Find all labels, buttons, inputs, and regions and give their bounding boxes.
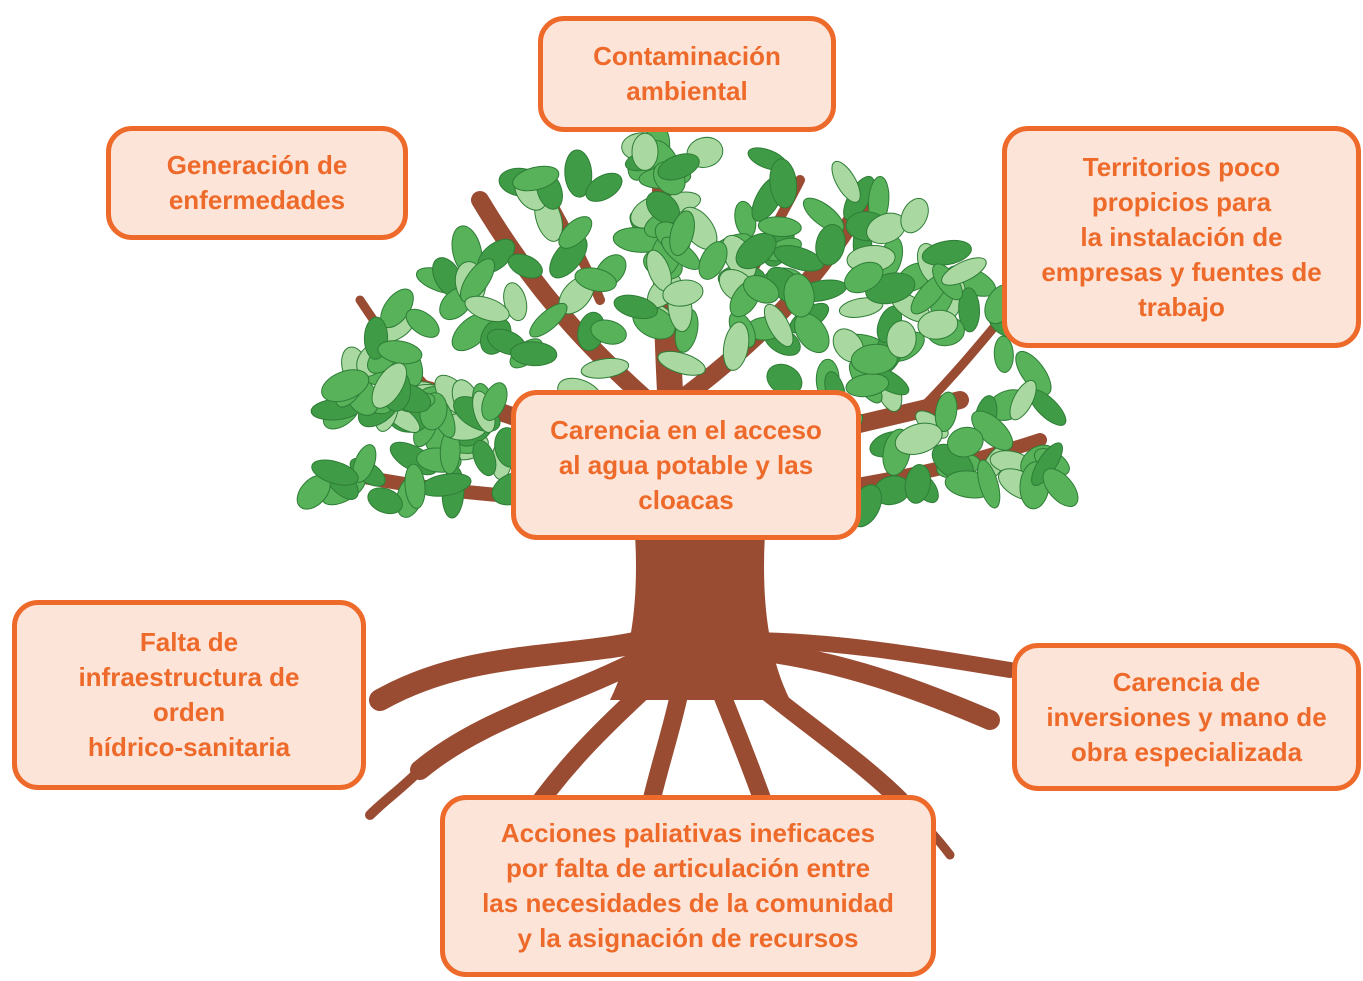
leaf (512, 165, 560, 192)
leaf (921, 239, 972, 266)
leaf (507, 253, 543, 279)
node-bottom: Acciones paliativas ineficaces por falta… (440, 795, 936, 977)
leaf (815, 224, 846, 266)
leaf (894, 422, 943, 455)
leaf (971, 410, 1014, 451)
leaf (757, 216, 802, 237)
leaf (831, 160, 861, 203)
leaf (529, 302, 568, 338)
leaf (941, 257, 987, 286)
leaf (657, 350, 706, 376)
leaf (769, 158, 798, 209)
node-center: Carencia en el acceso al agua potable y … (511, 390, 861, 540)
leaf (669, 210, 695, 257)
leaf (934, 391, 958, 433)
leaf (698, 241, 728, 280)
leaf (590, 319, 627, 345)
leaf (1015, 350, 1052, 396)
tree-leaves (296, 122, 1079, 528)
leaf (472, 439, 497, 477)
leaf (574, 267, 617, 293)
leaf (743, 275, 780, 304)
leaf (580, 357, 630, 379)
leaf (321, 369, 370, 403)
leaf (845, 373, 890, 398)
leaf (631, 132, 659, 171)
leaf (783, 273, 815, 318)
leaf (371, 362, 408, 409)
leaf (657, 153, 700, 181)
leaf (900, 197, 929, 234)
leaf (993, 335, 1014, 373)
leaf (509, 341, 558, 367)
node-upper-left: Generación de enfermedades (106, 126, 408, 240)
leaf (958, 287, 981, 333)
node-upper-right: Territorios poco propicios para la insta… (1002, 126, 1361, 348)
leaf (802, 197, 845, 233)
leaf (735, 232, 777, 270)
leaf (459, 258, 496, 303)
leaf (763, 303, 794, 347)
leaf (311, 459, 359, 486)
leaf (464, 295, 510, 323)
leaf (1009, 379, 1037, 421)
leaf (404, 463, 426, 509)
node-top: Contaminación ambiental (538, 16, 836, 132)
leaf (722, 321, 750, 371)
leaf (585, 172, 623, 202)
leaf (917, 309, 959, 340)
leaf (977, 459, 1001, 509)
leaf (558, 216, 593, 249)
leaf (886, 320, 917, 359)
leaf (564, 149, 593, 198)
node-lower-left: Falta de infraestructura de orden hídric… (12, 600, 366, 790)
leaf (481, 382, 508, 421)
leaf (947, 426, 984, 458)
leaf (503, 282, 528, 322)
leaf (367, 487, 403, 515)
node-lower-right: Carencia de inversiones y mano de obra e… (1012, 643, 1361, 791)
leaf (405, 308, 440, 338)
leaf (1042, 468, 1079, 507)
leaf (904, 464, 931, 504)
leaf (662, 279, 704, 307)
leaf (613, 294, 658, 320)
leaf (844, 261, 884, 294)
